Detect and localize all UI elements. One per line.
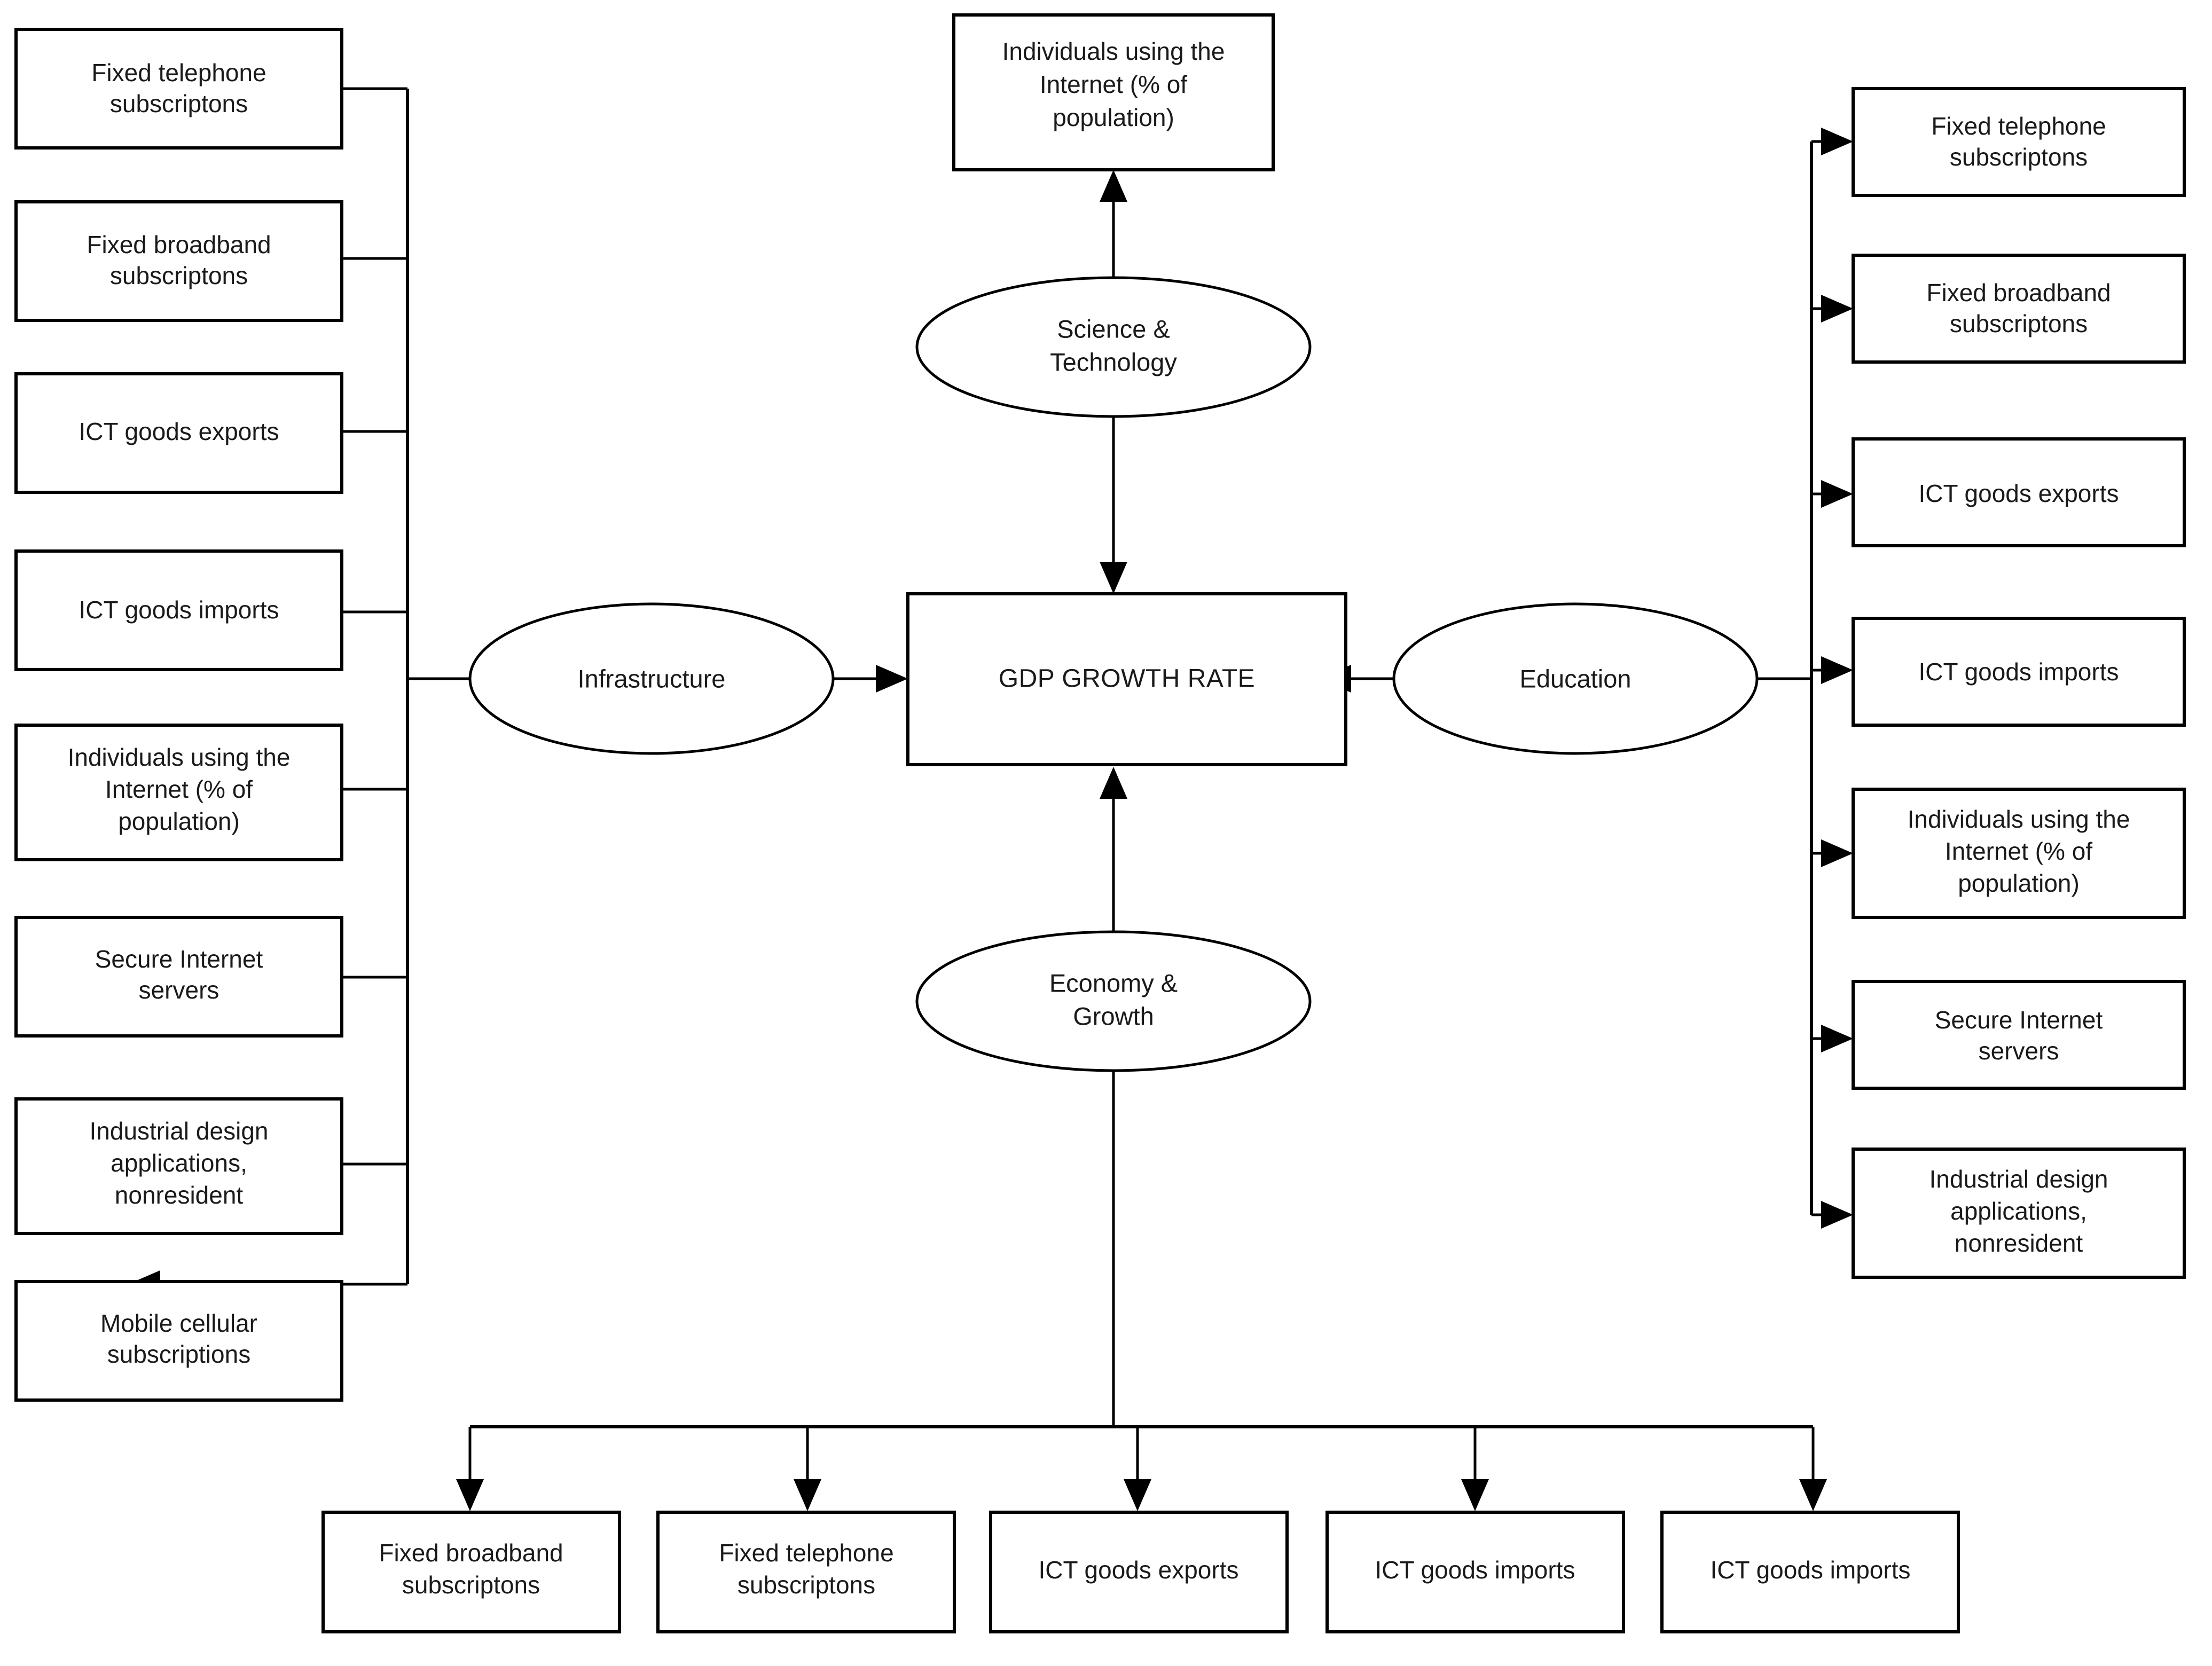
left-indicator-8[interactable]: Mobile cellular subscriptions — [14, 1280, 343, 1402]
left-indicator-5-line2: Internet (% of — [105, 775, 253, 803]
right-indicator-5-line1: Individuals using the — [1908, 805, 2130, 833]
left-indicator-3-line1: ICT goods exports — [79, 418, 279, 445]
bottom-arrowhead-4 — [1461, 1479, 1489, 1511]
bottom-arrowhead-1 — [456, 1479, 484, 1511]
infrastructure-to-gdp-arrowhead — [876, 665, 908, 693]
right-indicator-7-line1: Industrial design — [1929, 1165, 2108, 1193]
bottom-arrowhead-5 — [1799, 1479, 1827, 1511]
left-indicator-8-line1: Mobile cellular — [100, 1309, 257, 1337]
right-indicator-5-line2: Internet (% of — [1945, 837, 2092, 865]
bottom-arrowhead-2 — [794, 1479, 821, 1511]
top-indicator-line1: Individuals using the — [1002, 37, 1225, 65]
economy-to-gdp-arrowhead — [1100, 767, 1127, 799]
gdp-growth-rate-label: GDP GROWTH RATE — [999, 665, 1255, 693]
science-technology-line2: Technology — [1050, 348, 1177, 376]
infrastructure-ellipse[interactable]: Infrastructure — [468, 602, 835, 755]
right-arrowhead-2 — [1821, 295, 1853, 323]
right-indicator-6-line2: servers — [1979, 1037, 2059, 1065]
right-indicator-1-line1: Fixed telephone — [1931, 112, 2106, 140]
right-arrowhead-3 — [1821, 480, 1853, 508]
right-indicator-4-line1: ICT goods imports — [1919, 658, 2119, 686]
left-indicator-2-line2: subscriptons — [110, 262, 248, 289]
right-indicator-6[interactable]: Secure Internet servers — [1852, 980, 2186, 1090]
bottom-indicator-5-line1: ICT goods imports — [1711, 1556, 1911, 1584]
left-indicator-5-line1: Individuals using the — [68, 743, 291, 771]
bottom-indicator-1-line2: subscriptons — [402, 1571, 540, 1599]
left-indicator-3[interactable]: ICT goods exports — [14, 372, 343, 494]
left-indicator-6-line1: Secure Internet — [95, 945, 263, 973]
left-indicator-1[interactable]: Fixed telephone subscriptons — [14, 28, 343, 150]
science-to-internet-arrowhead — [1100, 170, 1127, 202]
right-indicator-7-line3: nonresident — [1955, 1229, 2083, 1257]
bottom-indicator-2-line2: subscriptons — [738, 1571, 875, 1599]
right-indicator-2-line2: subscriptons — [1950, 310, 2088, 337]
infrastructure-label: Infrastructure — [578, 664, 726, 693]
top-indicator-line2: Internet (% of — [1040, 70, 1187, 98]
top-indicator-box[interactable]: Individuals using the Internet (% of pop… — [952, 13, 1275, 171]
bottom-indicator-3-line1: ICT goods exports — [1038, 1556, 1238, 1584]
left-indicator-5[interactable]: Individuals using the Internet (% of pop… — [14, 724, 343, 861]
education-ellipse[interactable]: Education — [1392, 602, 1759, 755]
left-indicator-4[interactable]: ICT goods imports — [14, 549, 343, 671]
economy-growth-line1: Economy & — [1049, 969, 1178, 997]
bottom-indicator-2[interactable]: Fixed telephone subscriptons — [656, 1511, 956, 1633]
right-arrowhead-4 — [1821, 656, 1853, 684]
left-indicator-4-line1: ICT goods imports — [79, 596, 279, 624]
right-indicator-7-line2: applications, — [1950, 1197, 2087, 1225]
bottom-indicator-1[interactable]: Fixed broadband subscriptons — [321, 1511, 621, 1633]
right-arrowhead-7 — [1821, 1201, 1853, 1229]
right-indicator-5[interactable]: Individuals using the Internet (% of pop… — [1852, 788, 2186, 919]
right-indicator-2[interactable]: Fixed broadband subscriptons — [1852, 254, 2186, 364]
right-indicator-5-line3: population) — [1958, 869, 2080, 897]
right-indicator-6-line1: Secure Internet — [1935, 1006, 2103, 1034]
science-to-gdp-arrowhead — [1100, 562, 1127, 594]
bottom-indicator-2-line1: Fixed telephone — [719, 1539, 893, 1567]
science-technology-line1: Science & — [1057, 315, 1170, 343]
right-indicator-7[interactable]: Industrial design applications, nonresid… — [1852, 1148, 2186, 1279]
left-indicator-7-line3: nonresident — [115, 1181, 244, 1209]
left-indicator-7[interactable]: Industrial design applications, nonresid… — [14, 1097, 343, 1235]
left-indicator-5-line3: population) — [118, 807, 240, 835]
left-indicator-6[interactable]: Secure Internet servers — [14, 916, 343, 1038]
right-indicator-3[interactable]: ICT goods exports — [1852, 437, 2186, 547]
bottom-indicator-3[interactable]: ICT goods exports — [989, 1511, 1289, 1633]
left-indicator-1-line1: Fixed telephone — [91, 59, 266, 87]
economy-growth-line2: Growth — [1073, 1002, 1154, 1030]
right-connector-group — [1749, 128, 1853, 1229]
bottom-indicator-5[interactable]: ICT goods imports — [1660, 1511, 1960, 1633]
left-indicator-7-line2: applications, — [111, 1149, 247, 1177]
top-indicator-line3: population) — [1053, 104, 1174, 131]
left-indicator-7-line1: Industrial design — [90, 1117, 269, 1145]
bottom-indicator-4[interactable]: ICT goods imports — [1325, 1511, 1625, 1633]
left-indicator-8-line2: subscriptions — [107, 1340, 250, 1368]
right-arrowhead-6 — [1821, 1025, 1853, 1052]
bottom-indicator-4-line1: ICT goods imports — [1375, 1556, 1575, 1584]
right-indicator-3-line1: ICT goods exports — [1918, 480, 2119, 507]
bottom-connector-group — [456, 1047, 1827, 1511]
right-arrowhead-1 — [1821, 128, 1853, 155]
education-label: Education — [1519, 664, 1631, 693]
left-indicator-6-line2: servers — [139, 976, 219, 1004]
left-indicator-2-line1: Fixed broadband — [87, 231, 271, 258]
bottom-indicator-1-line1: Fixed broadband — [379, 1539, 563, 1567]
economy-growth-ellipse[interactable]: Economy & Growth — [915, 930, 1312, 1072]
science-technology-ellipse[interactable]: Science & Technology — [915, 276, 1312, 418]
bottom-arrowhead-3 — [1124, 1479, 1151, 1511]
right-indicator-1[interactable]: Fixed telephone subscriptons — [1852, 87, 2186, 197]
left-indicator-1-line2: subscriptons — [110, 90, 248, 117]
right-indicator-2-line1: Fixed broadband — [1926, 279, 2111, 307]
right-indicator-1-line2: subscriptons — [1950, 143, 2088, 171]
gdp-growth-rate-box[interactable]: GDP GROWTH RATE — [906, 592, 1347, 766]
right-arrowhead-5 — [1821, 839, 1853, 867]
left-indicator-2[interactable]: Fixed broadband subscriptons — [14, 200, 343, 322]
center-connector-group — [833, 170, 1394, 956]
right-indicator-4[interactable]: ICT goods imports — [1852, 617, 2186, 727]
